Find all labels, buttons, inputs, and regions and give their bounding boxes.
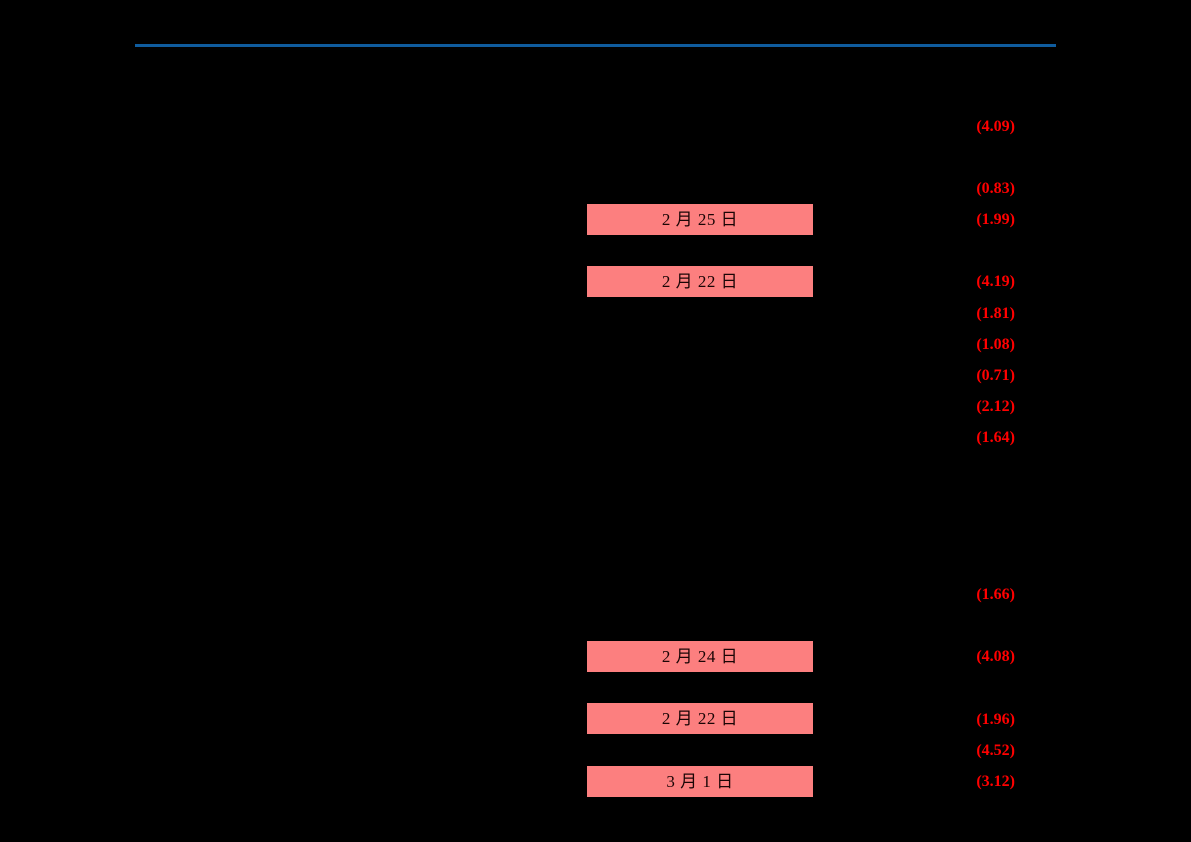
negative-figure-value: (4.52) <box>976 742 1015 759</box>
negative-figure-value: (2.12) <box>976 398 1015 415</box>
highlighted-date-chip[interactable]: 2 月 25 日 <box>587 204 813 235</box>
negative-figure-value: (1.64) <box>976 429 1015 446</box>
highlighted-date-chip[interactable]: 3 月 1 日 <box>587 766 813 797</box>
negative-figure-value: (1.99) <box>976 211 1015 228</box>
negative-figure-value: (3.12) <box>976 773 1015 790</box>
negative-figure-value: (0.71) <box>976 367 1015 384</box>
negative-figure-value: (4.19) <box>976 273 1015 290</box>
header-divider-rule <box>135 44 1056 47</box>
negative-figure-value: (0.83) <box>976 180 1015 197</box>
negative-figure-value: (1.96) <box>976 711 1015 728</box>
highlighted-date-chip[interactable]: 2 月 22 日 <box>587 703 813 734</box>
highlighted-date-chip[interactable]: 2 月 22 日 <box>587 266 813 297</box>
negative-figure-value: (1.66) <box>976 586 1015 603</box>
negative-figure-value: (4.09) <box>976 118 1015 135</box>
negative-figure-value: (1.81) <box>976 305 1015 322</box>
negative-figure-value: (4.08) <box>976 648 1015 665</box>
negative-figure-value: (1.08) <box>976 336 1015 353</box>
highlighted-date-chip[interactable]: 2 月 24 日 <box>587 641 813 672</box>
